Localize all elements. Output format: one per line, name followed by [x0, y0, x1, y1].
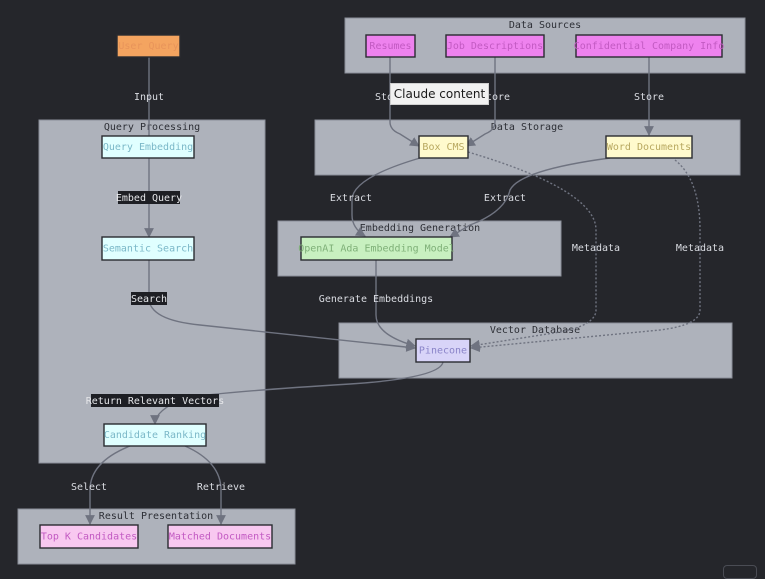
- node-matched-documents[interactable]: Matched Documents: [167, 524, 273, 549]
- cluster-label-query-processing: Query Processing: [104, 122, 200, 133]
- edge-store-job-descriptions: [465, 57, 496, 147]
- edge-store-resumes: [389, 57, 420, 147]
- edge-label-bg-embed-query: [118, 191, 180, 204]
- edge-label-search: Search: [131, 294, 167, 305]
- edge-label-bg-return-vectors: [91, 394, 219, 407]
- claude-content-overlay: Claude content: [390, 83, 489, 105]
- cluster-label-data-storage: Data Storage: [491, 122, 563, 133]
- node-top-k-candidates[interactable]: Top K Candidates: [39, 524, 139, 549]
- edge-retrieve: [184, 445, 226, 525]
- edge-label-metadata-1: Metadata: [572, 243, 620, 254]
- node-semantic-search[interactable]: Semantic Search: [101, 236, 195, 261]
- node-label-user-query: User Query: [118, 41, 178, 52]
- node-user-query[interactable]: User Query: [116, 34, 181, 58]
- edge-metadata-box: [467, 151, 597, 350]
- node-openai-ada-model[interactable]: OpenAI Ada Embedding Model: [298, 236, 455, 261]
- node-label-semantic-search: Semantic Search: [103, 244, 193, 255]
- edge-label-extract-1: Extract: [330, 193, 372, 204]
- edge-label-store-3: Store: [634, 92, 664, 103]
- node-label-pinecone: Pinecone: [419, 346, 467, 357]
- edge-label-select: Select: [71, 482, 107, 493]
- corner-control-button[interactable]: [723, 565, 757, 579]
- node-resumes[interactable]: Resumes: [365, 34, 416, 58]
- edge-label-return-vectors: Return Relevant Vectors: [86, 396, 224, 407]
- node-label-box-cms: Box CMS: [422, 142, 464, 153]
- node-label-word-documents: Word Documents: [607, 142, 691, 153]
- node-label-matched-documents: Matched Documents: [169, 532, 271, 543]
- node-box-cms[interactable]: Box CMS: [418, 135, 469, 159]
- edge-select: [85, 445, 131, 525]
- node-query-embedding[interactable]: Query Embedding: [101, 135, 195, 159]
- node-label-resumes: Resumes: [369, 41, 411, 52]
- cluster-vector-database: Vector Database: [338, 322, 733, 379]
- node-candidate-ranking[interactable]: Candidate Ranking: [103, 423, 207, 447]
- edge-generate-embeddings: [375, 260, 416, 349]
- node-label-confidential-company-info: Confidential Company Info: [574, 41, 725, 52]
- edge-label-metadata-2: Metadata: [676, 243, 724, 254]
- node-confidential-company-info[interactable]: Confidential Company Info: [574, 34, 725, 58]
- edge-extract-box: [351, 157, 421, 237]
- cluster-query-processing: Query Processing: [38, 119, 266, 464]
- edge-label-store-2: Store: [480, 92, 510, 103]
- edge-label-bg-search: [131, 292, 167, 305]
- edge-label-generate-embeddings: Generate Embeddings: [319, 294, 433, 305]
- node-job-descriptions[interactable]: Job Descriptions: [445, 34, 545, 58]
- edge-label-extract-2: Extract: [484, 193, 526, 204]
- edge-label-input: Input: [134, 92, 164, 103]
- node-pinecone[interactable]: Pinecone: [415, 338, 471, 363]
- node-word-documents[interactable]: Word Documents: [605, 135, 693, 159]
- cluster-label-result-presentation: Result Presentation: [99, 511, 213, 522]
- node-label-openai-ada-model: OpenAI Ada Embedding Model: [298, 244, 455, 255]
- edge-label-embed-query: Embed Query: [116, 193, 182, 204]
- cluster-label-data-sources: Data Sources: [509, 20, 581, 31]
- cluster-label-embedding-generation: Embedding Generation: [360, 223, 480, 234]
- edge-extract-word: [449, 157, 611, 238]
- node-label-job-descriptions: Job Descriptions: [447, 41, 543, 52]
- node-label-candidate-ranking: Candidate Ranking: [104, 430, 206, 441]
- node-label-top-k-candidates: Top K Candidates: [41, 532, 137, 543]
- cluster-label-vector-database: Vector Database: [490, 325, 580, 336]
- edge-label-retrieve: Retrieve: [197, 482, 245, 493]
- node-label-query-embedding: Query Embedding: [103, 142, 193, 153]
- edge-metadata-word: [470, 159, 701, 353]
